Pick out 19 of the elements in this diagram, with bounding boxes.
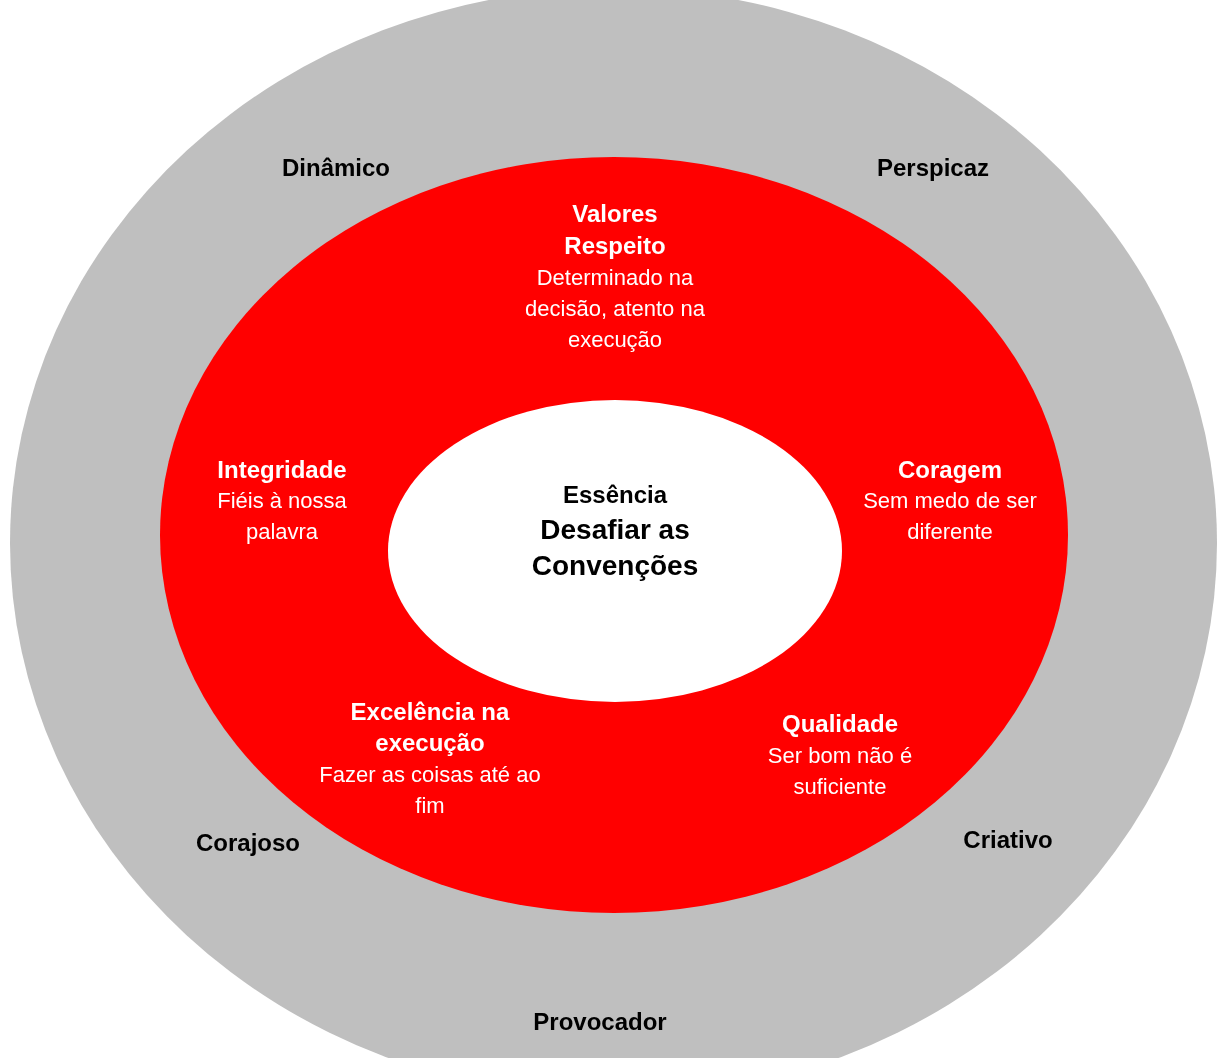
value-description: Fazer as coisas até ao fim xyxy=(318,761,542,820)
trait-label: Dinâmico xyxy=(282,154,390,182)
values-heading: Valores xyxy=(571,198,659,229)
outer-ring-ellipse xyxy=(10,0,1217,1058)
value-title: Qualidade xyxy=(781,708,899,739)
value-title: Respeito xyxy=(563,230,667,261)
trait-label: Perspicaz xyxy=(876,154,990,182)
value-title: Excelência na execução xyxy=(349,697,511,758)
value-description: Fiéis à nossa palavra xyxy=(216,487,348,546)
trait-label: Corajoso xyxy=(196,829,300,857)
essence-heading: Essência xyxy=(561,479,669,510)
value-description: Sem medo de ser diferente xyxy=(862,487,1038,546)
trait-label: Provocador xyxy=(533,1008,667,1036)
value-description: Determinado na decisão, atento na execução xyxy=(524,263,706,354)
essence-title: Desafiar as Convenções xyxy=(530,513,700,583)
value-description: Ser bom não é suficiente xyxy=(766,742,914,801)
value-title: Integridade xyxy=(216,454,348,485)
trait-label: Criativo xyxy=(963,826,1053,854)
value-title: Coragem xyxy=(897,454,1003,485)
